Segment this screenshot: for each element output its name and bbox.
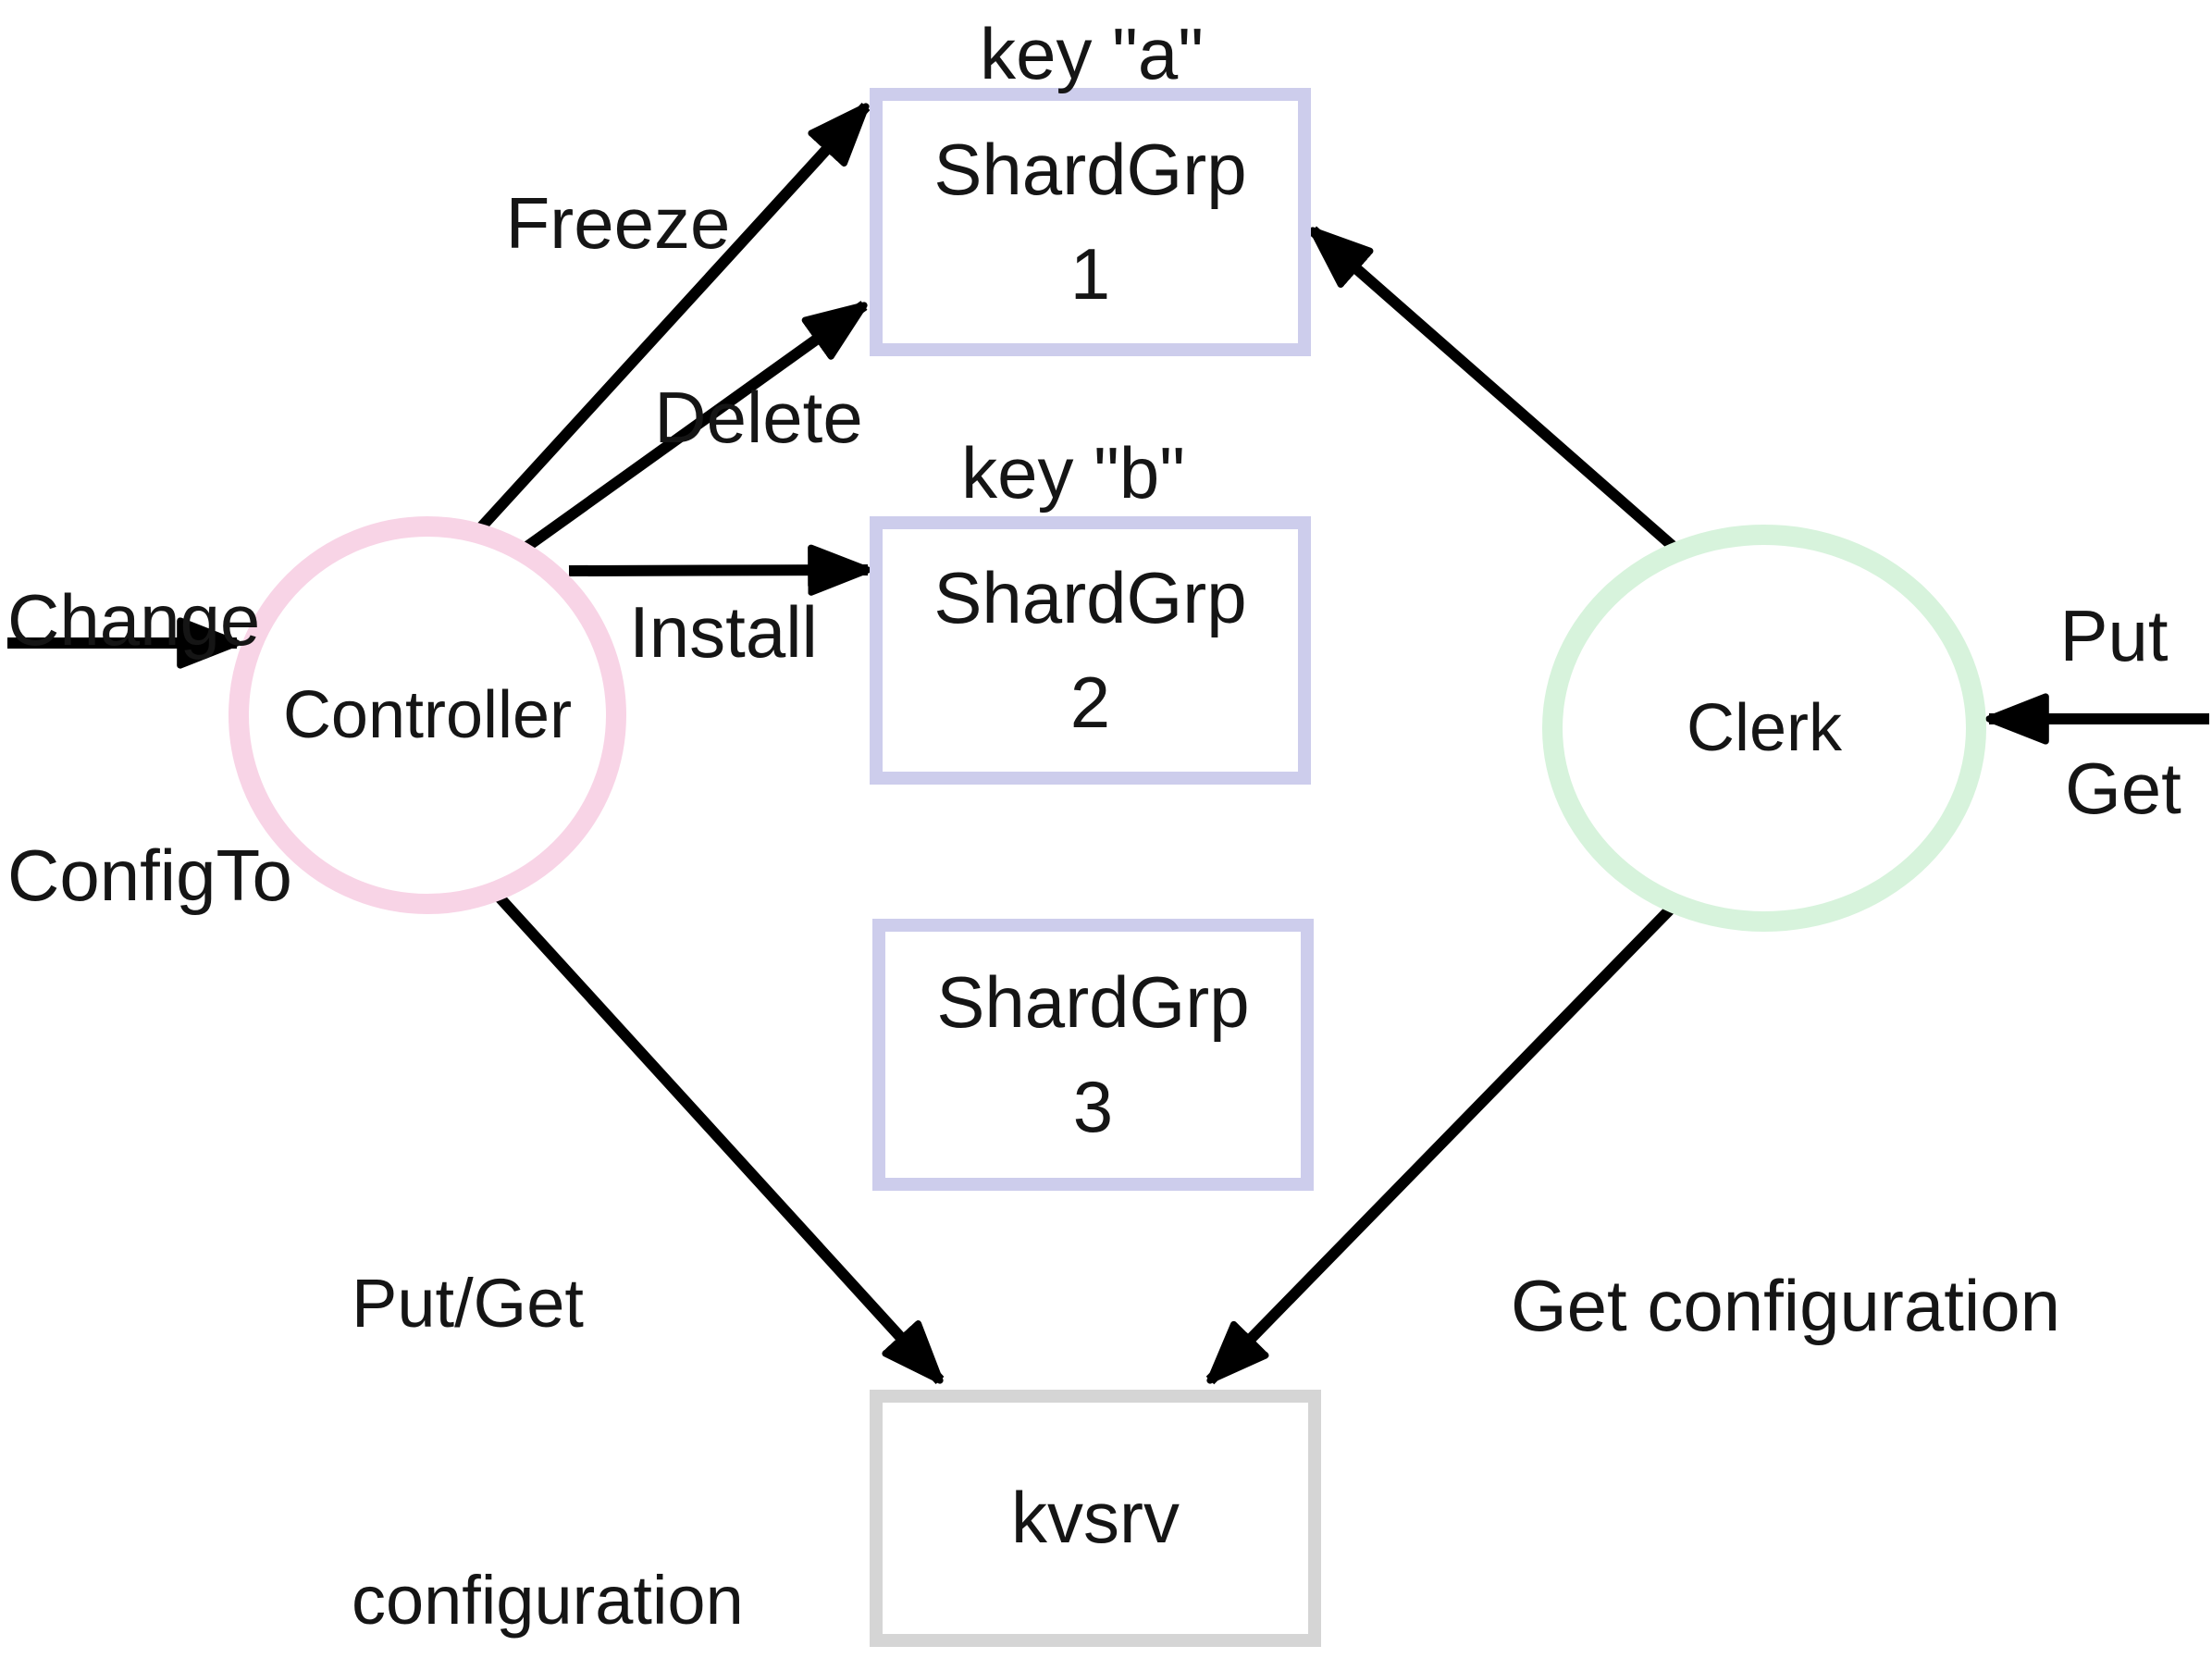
node-kvsrv: kvsrv [870,1390,1321,1647]
shardgrp3-label: ShardGrp [936,960,1250,1043]
label-change-line1: Change [7,579,261,662]
label-putget-configuration: Put/Get configuration [352,1055,744,1658]
clerk-kvsrv-arrow [1205,902,1677,1385]
label-get-configuration: Get configuration [1510,1265,2061,1346]
node-shardgrp3: ShardGrp 3 [872,919,1314,1191]
node-shardgrp2: ShardGrp 2 [870,516,1311,785]
clerk-label: Clerk [1686,691,1842,765]
shardgrp1-label: ShardGrp [933,128,1247,210]
edges [7,102,2209,1385]
shardgrp2-number: 2 [1069,662,1111,743]
install-arrow [568,544,871,596]
label-putget-line1: Put/Get [352,1264,584,1342]
label-install: Install [629,591,818,673]
label-put: Put [2059,595,2169,676]
shardgrp1-number: 1 [1069,233,1111,315]
label-key-a: key "a" [980,13,1204,94]
kvsrv-label: kvsrv [1011,1477,1180,1559]
node-clerk: Clerk [1542,525,1986,932]
label-change-configto: Change ConfigTo [7,407,292,1088]
delete-arrow [522,301,868,552]
shardgrp2-label: ShardGrp [933,556,1247,638]
label-change-line2: ConfigTo [7,835,292,917]
label-freeze: Freeze [505,182,731,264]
controller-kvsrv-arrow [495,893,945,1385]
label-delete: Delete [654,377,863,458]
label-key-b: key "b" [961,432,1185,513]
label-putget-line2: configuration [352,1562,744,1639]
shardgrp3-number: 3 [1072,1066,1114,1147]
label-get: Get [2065,748,2181,829]
node-shardgrp1: ShardGrp 1 [870,88,1311,356]
controller-label: Controller [282,678,573,752]
clerk-shardgrp1-arrow [1309,226,1678,552]
freeze-arrow [476,102,871,532]
